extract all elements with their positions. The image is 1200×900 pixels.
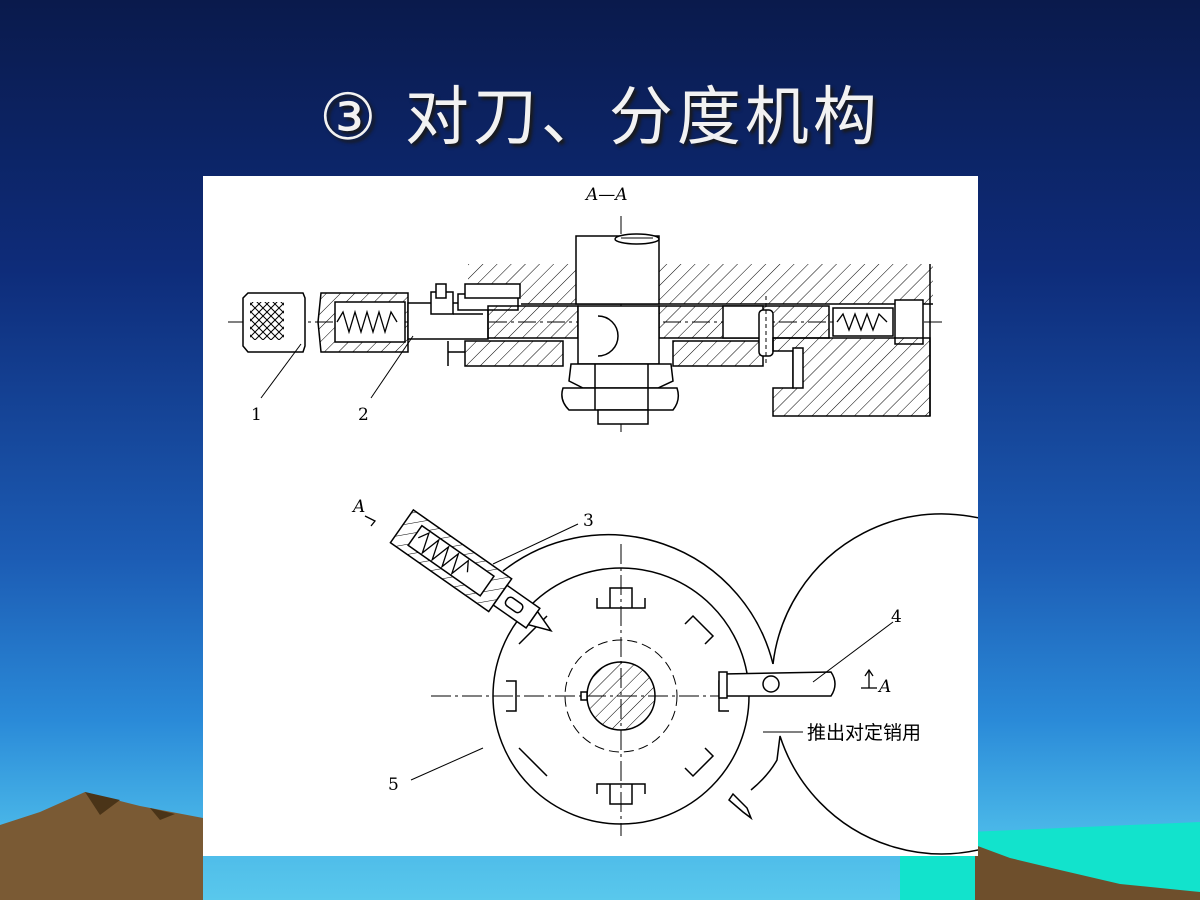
right-detent xyxy=(722,296,924,366)
index-disc-outline xyxy=(750,513,978,855)
plunger xyxy=(407,283,521,340)
pointer xyxy=(728,792,753,821)
callout-5: 5 xyxy=(388,775,399,795)
callout-3: 3 xyxy=(583,511,594,531)
callout-4: 4 xyxy=(891,607,902,627)
section-label: A—A xyxy=(584,185,628,205)
indexing-mechanism-diagram: A—A 1 2 xyxy=(203,176,978,856)
slide-title: ③ 对刀、分度机构 xyxy=(319,81,881,155)
section-marker-left: A xyxy=(351,497,365,517)
hub xyxy=(586,661,656,731)
section-marker-right: A xyxy=(877,677,891,697)
plan-view xyxy=(364,508,978,855)
detent-housing-part-3 xyxy=(389,508,553,633)
knob-part-1 xyxy=(242,292,306,353)
lever-part-4 xyxy=(718,671,836,699)
spindle xyxy=(575,233,660,305)
callout-2: 2 xyxy=(358,405,369,425)
lower-block xyxy=(772,337,931,417)
section-view xyxy=(228,216,943,432)
mountain-range xyxy=(0,792,203,900)
callout-1: 1 xyxy=(251,405,262,425)
annotation-push-pin: 推出对定销用 xyxy=(807,722,921,744)
spring-housing xyxy=(317,292,409,353)
mountain-range-right xyxy=(975,845,1200,900)
nut xyxy=(561,363,680,425)
